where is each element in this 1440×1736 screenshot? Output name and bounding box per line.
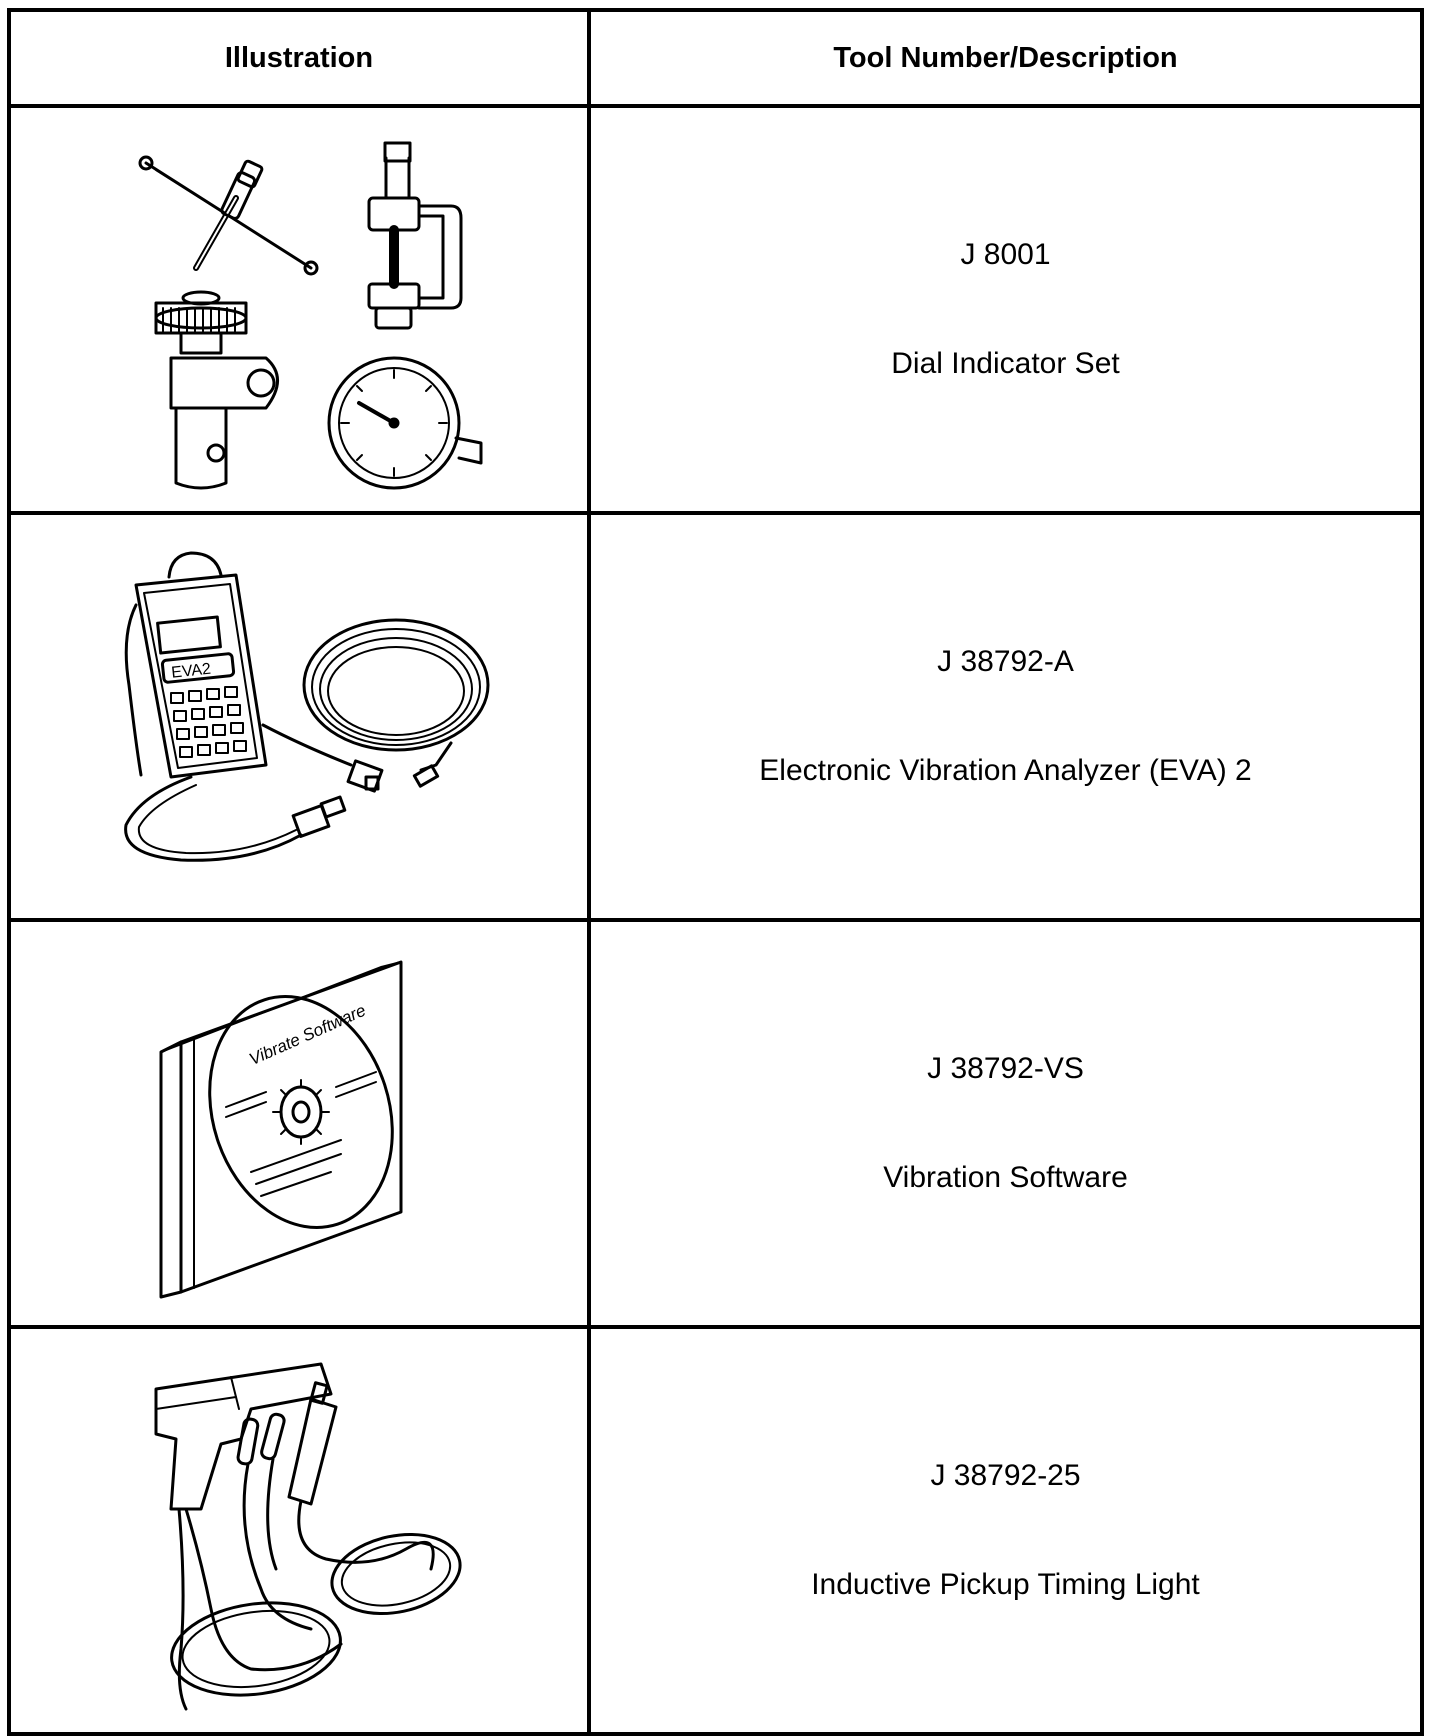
table-header-row: Illustration Tool Number/Description <box>7 8 1424 108</box>
tool-description-cell: J 38792-VS Vibration Software <box>587 918 1424 1329</box>
table-row: Vibrate Software J 38792-VS Vibration So… <box>7 918 1424 1329</box>
tool-description: Dial Indicator Set <box>891 347 1120 380</box>
table-row: EVA2 <box>7 511 1424 922</box>
tool-table: Illustration Tool Number/Description <box>7 8 1424 1736</box>
tool-table-container: Illustration Tool Number/Description <box>7 8 1424 1736</box>
software-cd-icon: Vibrate Software <box>159 960 403 1299</box>
device-label: EVA2 <box>171 661 212 682</box>
timing-light-icon <box>154 1362 462 1711</box>
illustration-cell <box>7 1325 591 1736</box>
illustration-cell: EVA2 <box>7 511 591 922</box>
vibration-analyzer-icon: EVA2 <box>124 551 490 862</box>
tool-description: Inductive Pickup Timing Light <box>811 1568 1200 1601</box>
tool-number: J 38792-VS <box>927 1052 1084 1085</box>
table-row: J 38792-25 Inductive Pickup Timing Light <box>7 1325 1424 1736</box>
table-row: J 8001 Dial Indicator Set <box>7 104 1424 515</box>
tool-description-cell: J 8001 Dial Indicator Set <box>587 104 1424 515</box>
tool-description-cell: J 38792-A Electronic Vibration Analyzer … <box>587 511 1424 922</box>
tool-number: J 38792-25 <box>930 1459 1081 1492</box>
tool-number: J 38792-A <box>937 645 1074 678</box>
illustration-cell: Vibrate Software <box>7 918 591 1329</box>
dial-indicator-set-icon <box>138 141 483 490</box>
tool-description-cell: J 38792-25 Inductive Pickup Timing Light <box>587 1325 1424 1736</box>
tool-number: J 8001 <box>960 238 1051 271</box>
illustration-cell <box>7 104 591 515</box>
header-illustration: Illustration <box>7 8 591 108</box>
header-tool-description: Tool Number/Description <box>587 8 1424 108</box>
tool-description: Vibration Software <box>883 1161 1128 1194</box>
tool-description: Electronic Vibration Analyzer (EVA) 2 <box>759 754 1252 787</box>
